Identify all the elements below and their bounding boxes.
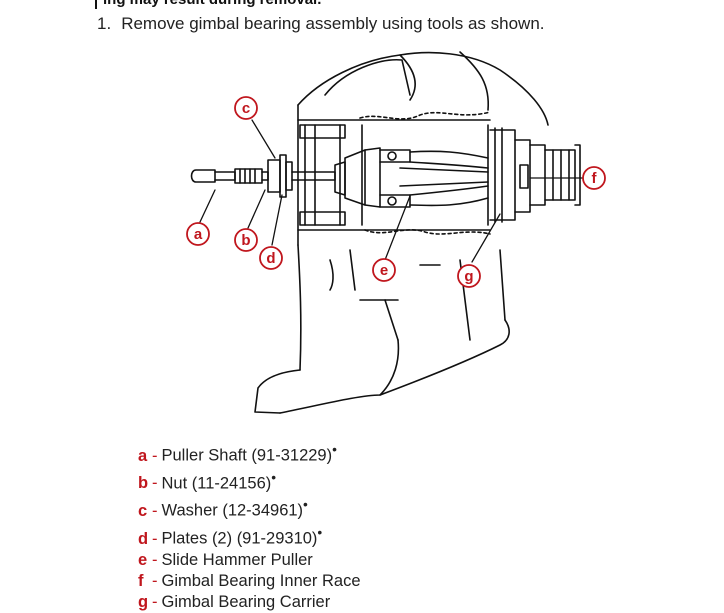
- legend-item: g-Gimbal Bearing Carrier: [138, 592, 361, 613]
- legend-mark: •: [303, 497, 308, 513]
- legend-letter: a: [138, 446, 148, 465]
- bearing-carrier-drawing: [487, 124, 581, 226]
- callout-letters: c a b d e f g: [194, 100, 598, 285]
- legend-letter: f: [138, 572, 144, 591]
- legend-mark: •: [317, 525, 323, 541]
- legend-text: Gimbal Bearing Inner Race: [161, 572, 361, 591]
- gimbal-bearing-illustration: c a b d e f g: [186, 51, 606, 414]
- legend-mark: •: [271, 469, 277, 485]
- step-number: 1.: [97, 14, 112, 33]
- legend-item: c-Washer (12-34961)•: [138, 494, 361, 522]
- callout-a: a: [194, 226, 203, 243]
- legend-text: Plates (2) (91-29310): [161, 529, 318, 548]
- legend-item: b-Nut (11-24156)•: [138, 467, 361, 495]
- legend-letter: d: [138, 529, 149, 548]
- step-instruction: 1. Remove gimbal bearing assembly using t…: [97, 14, 545, 34]
- legend-letter: b: [138, 474, 149, 493]
- parts-legend: a-Puller Shaft (91-31229)• b-Nut (11-241…: [138, 439, 361, 613]
- callout-d: d: [266, 250, 275, 267]
- puller-shaft-drawing: [190, 154, 336, 198]
- legend-text: Gimbal Bearing Carrier: [161, 593, 331, 612]
- legend-item: a-Puller Shaft (91-31229)•: [138, 439, 361, 467]
- header-fragment-text: ing may result during removal.: [103, 0, 321, 8]
- legend-text: Washer (12-34961): [161, 501, 304, 520]
- header-fragment: ing may result during removal.: [95, 0, 724, 9]
- step-text: Remove gimbal bearing assembly using too…: [121, 14, 545, 33]
- legend-item: f-Gimbal Bearing Inner Race: [138, 571, 361, 592]
- callout-f: f: [592, 170, 598, 187]
- legend-letter: e: [138, 550, 148, 569]
- callout-c: c: [242, 100, 250, 117]
- legend-text: Slide Hammer Puller: [161, 550, 313, 569]
- slide-hammer-puller-drawing: [334, 147, 489, 208]
- legend-text: Puller Shaft (91-31229): [161, 446, 333, 465]
- legend-letter: g: [138, 593, 149, 612]
- callout-e: e: [380, 262, 388, 279]
- housing-drawing: [254, 51, 549, 414]
- legend-letter: c: [138, 501, 148, 520]
- legend-item: e-Slide Hammer Puller: [138, 550, 361, 571]
- legend-item: d-Plates (2) (91-29310)•: [138, 522, 361, 550]
- callouts: [186, 96, 606, 288]
- legend-mark: •: [332, 442, 337, 457]
- callout-g: g: [464, 268, 473, 285]
- leader-lines: [199, 119, 584, 263]
- callout-b: b: [241, 232, 250, 249]
- bore-drawing: [297, 111, 491, 235]
- legend-text: Nut (11-24156): [161, 474, 272, 493]
